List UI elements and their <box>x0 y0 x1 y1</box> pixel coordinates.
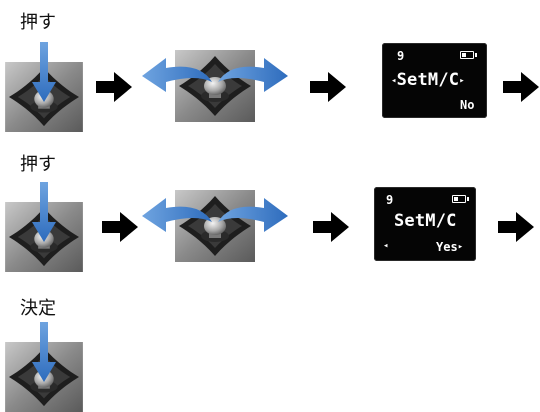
right-arrow-icon <box>503 72 539 102</box>
joystick-press-icon <box>5 42 83 132</box>
right-arrow-icon <box>96 72 132 102</box>
screen-number: 9 <box>386 193 394 207</box>
step-2-label: 押す <box>20 154 56 175</box>
display-screen-1: 9 ◂SetM/C▸ No <box>382 43 487 118</box>
battery-icon <box>460 51 477 59</box>
battery-icon <box>452 195 469 203</box>
joystick-tilt-icon <box>142 50 288 122</box>
right-arrow-icon <box>498 212 534 242</box>
right-arrow-icon <box>313 212 349 242</box>
right-arrow-icon <box>102 212 138 242</box>
screen-value: Yes▸ <box>436 240 464 254</box>
step-3-label: 決定 <box>20 298 56 319</box>
screen-title: SetM/C <box>394 211 457 231</box>
screen-value: No <box>460 98 475 112</box>
screen-number: 9 <box>397 49 405 63</box>
left-marker: ◂ <box>383 241 389 251</box>
joystick-press-icon <box>5 322 83 412</box>
screen-title: ◂SetM/C▸ <box>391 70 465 90</box>
display-screen-2: 9 SetM/C ◂ Yes▸ <box>374 187 476 261</box>
joystick-press-icon <box>5 182 83 272</box>
step-1-label: 押す <box>20 12 56 33</box>
joystick-tilt-icon <box>142 190 288 262</box>
right-arrow-icon <box>310 72 346 102</box>
